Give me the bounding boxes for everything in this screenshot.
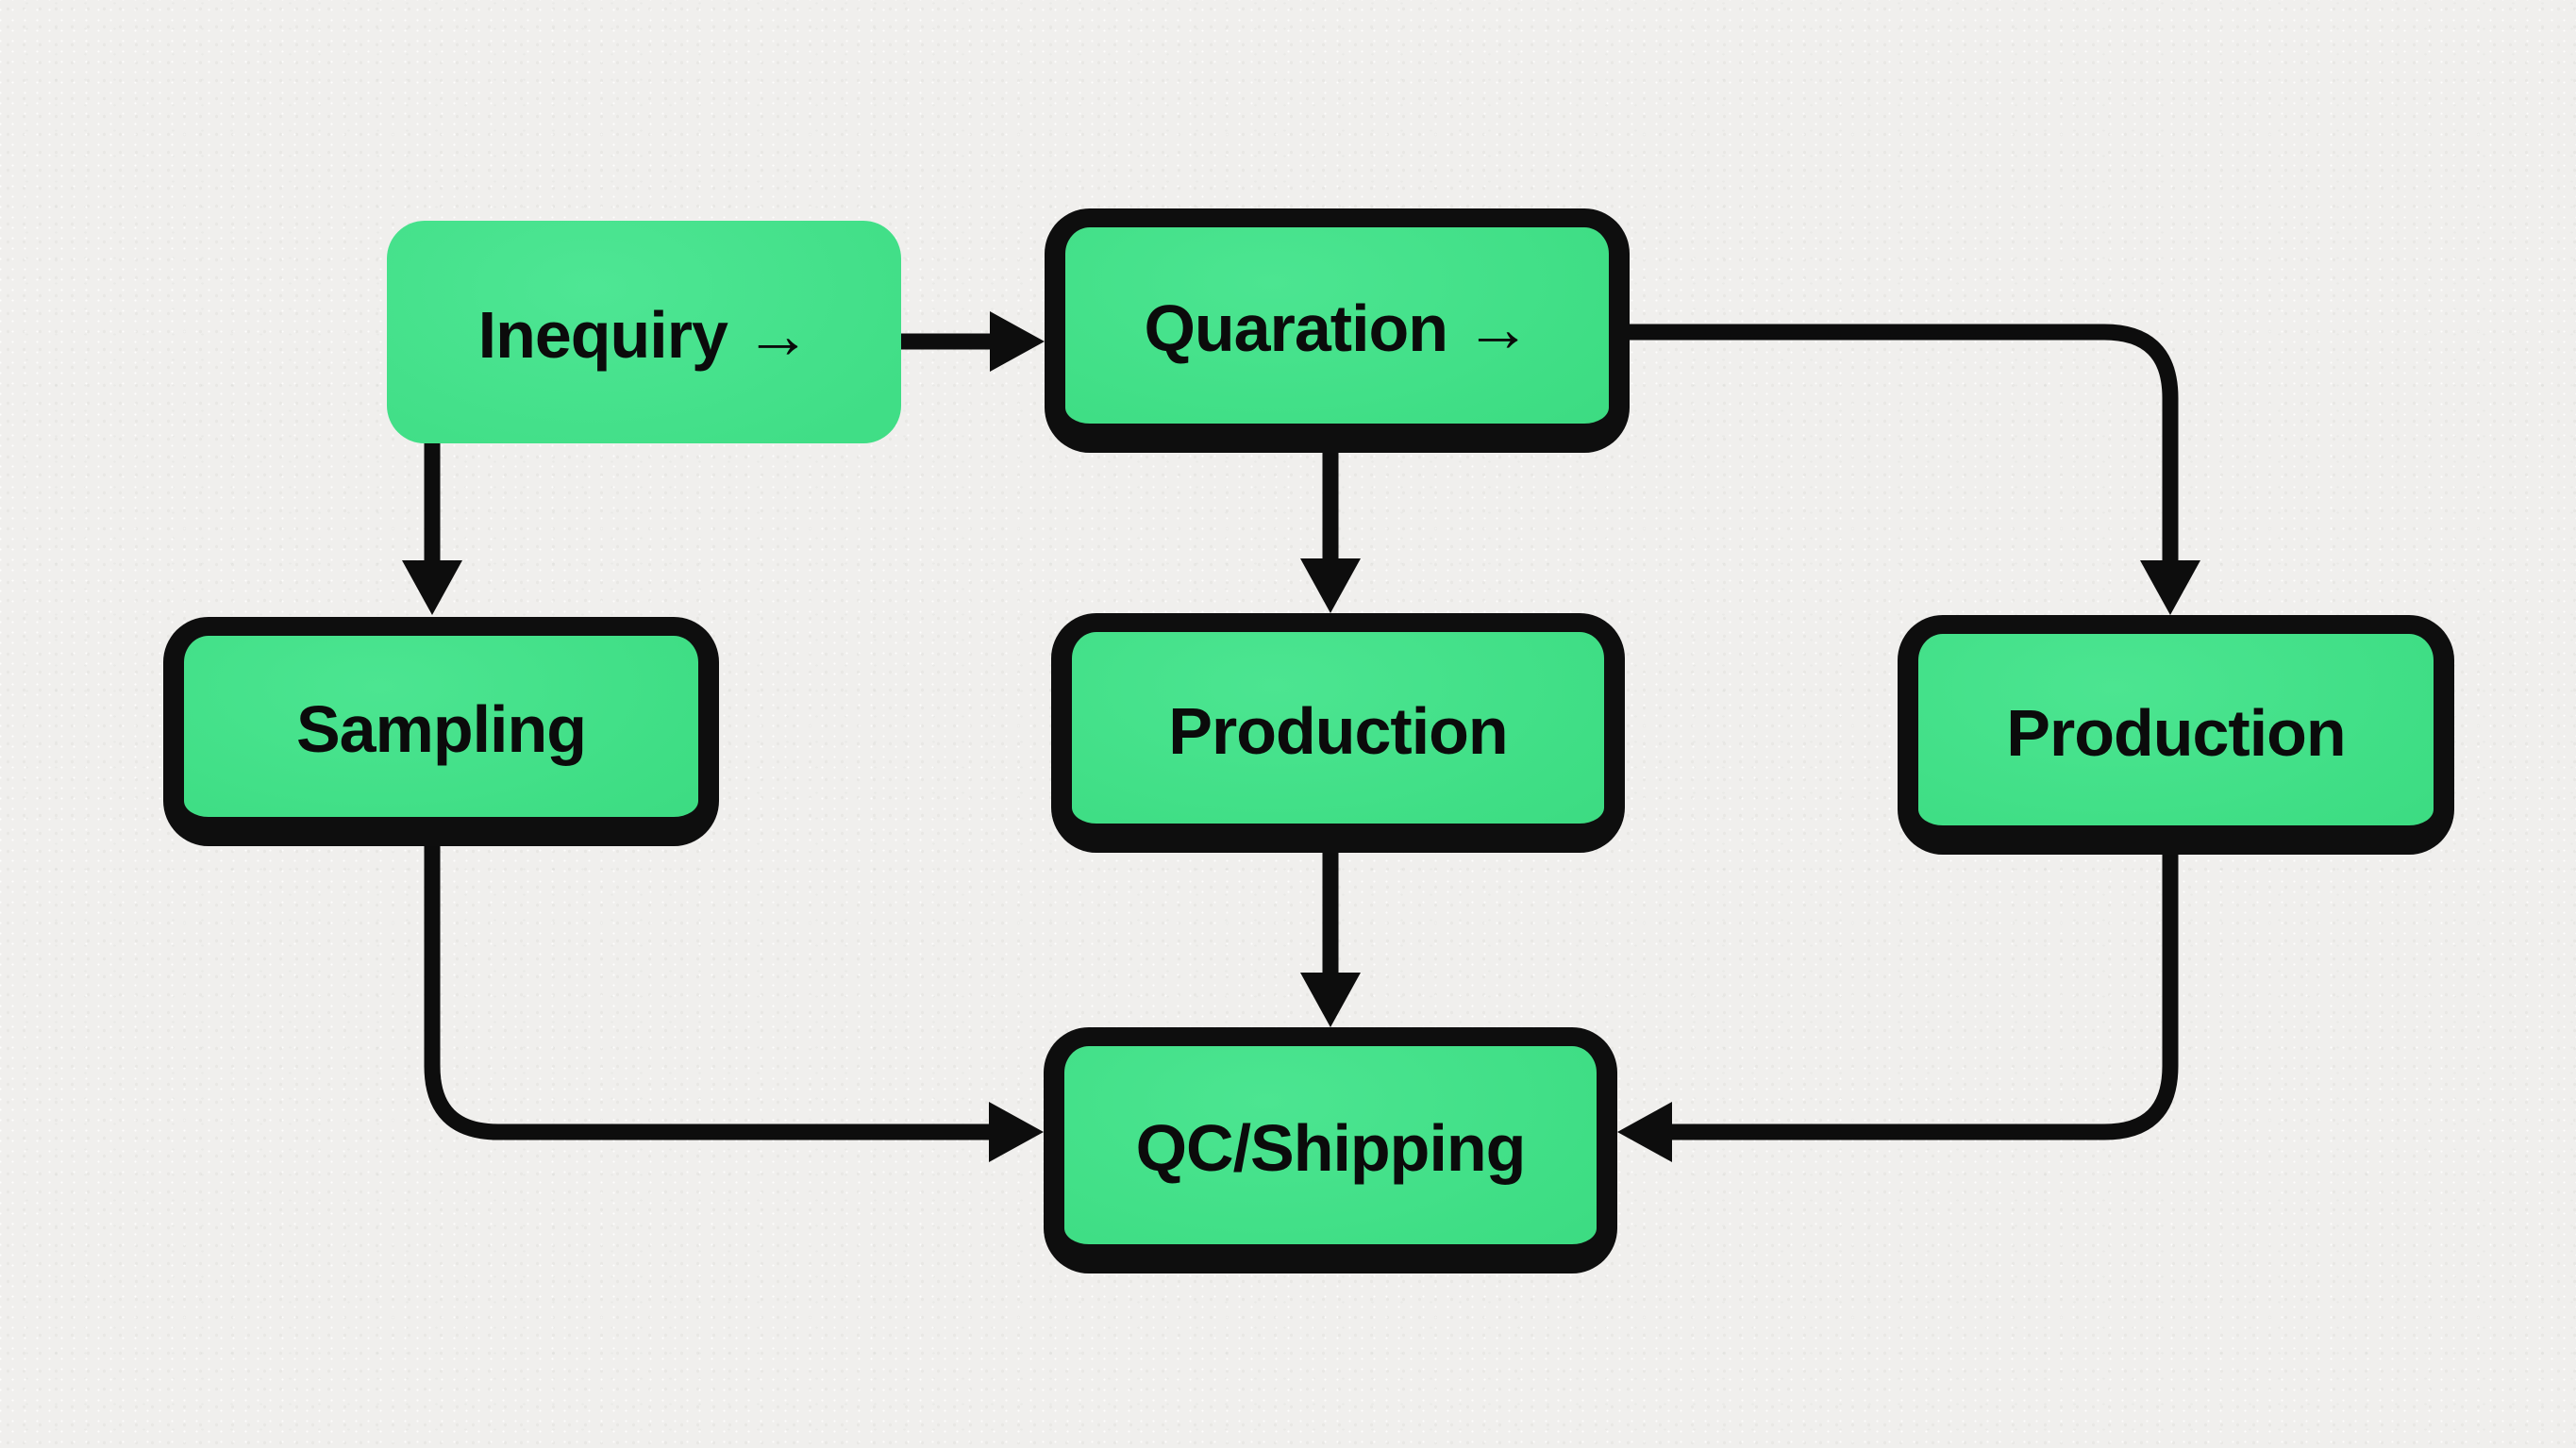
edge-sampling-to-qc-line: [424, 844, 993, 1140]
node-production-center: Production: [1051, 613, 1625, 853]
node-production-right: Production: [1898, 615, 2454, 855]
node-production-right-label: Production: [2006, 695, 2346, 770]
edge-production-right-to-qc-line: [1668, 853, 2179, 1140]
edge-quotation-to-production-right-line: [1628, 324, 2179, 564]
arrowhead-into-quotation: [990, 311, 1045, 372]
arrowhead-into-production-center: [1300, 558, 1361, 613]
node-qc-shipping: QC/Shipping: [1044, 1027, 1617, 1273]
node-sampling: Sampling: [163, 617, 719, 846]
node-quotation-label: Quaration →: [1144, 291, 1531, 365]
arrowhead-into-qc-top: [1300, 973, 1361, 1027]
arrowhead-into-qc-right: [1617, 1102, 1672, 1162]
node-quotation: Quaration →: [1045, 208, 1630, 453]
arrowhead-into-qc-left: [989, 1102, 1044, 1162]
arrowhead-into-sampling: [402, 560, 462, 615]
node-qc-shipping-label: QC/Shipping: [1135, 1111, 1527, 1185]
node-inquiry: Inequiry →: [387, 221, 901, 443]
node-inquiry-label: Inequiry →: [477, 298, 811, 372]
arrowhead-into-production-right: [2140, 560, 2200, 615]
node-sampling-label: Sampling: [295, 692, 587, 766]
node-production-center-label: Production: [1168, 693, 1508, 768]
